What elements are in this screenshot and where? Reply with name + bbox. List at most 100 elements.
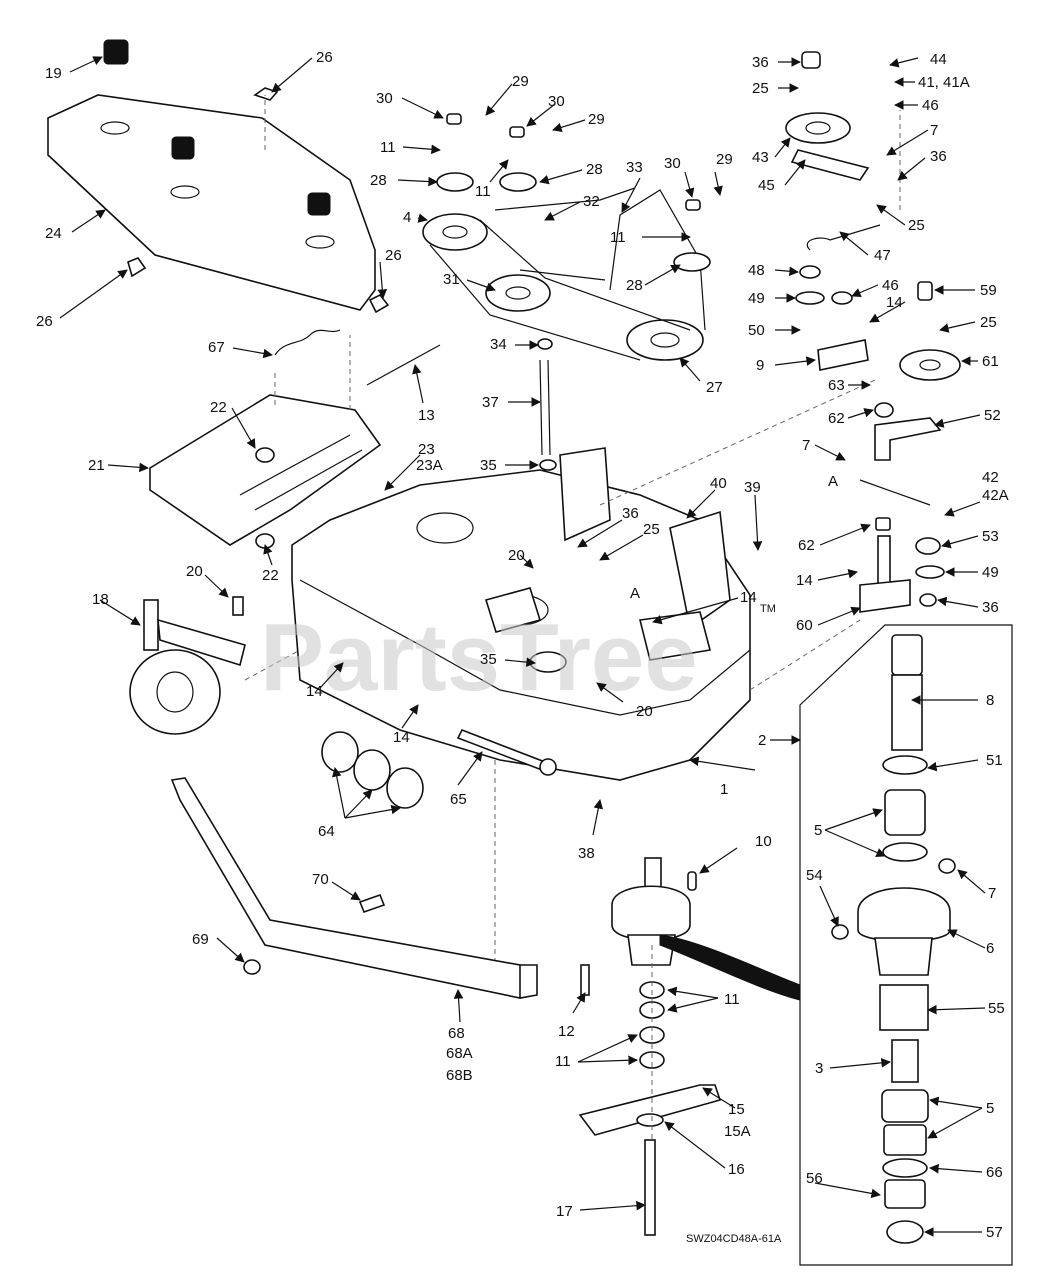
callout-17: 17 [556,1203,573,1220]
callout-30: 30 [548,93,565,110]
callout-6: 6 [986,940,994,957]
callout-69: 69 [192,931,209,948]
callout-7: 7 [930,122,938,139]
callout-31: 31 [443,271,460,288]
callout-1: 1 [720,781,728,798]
callout-34: 34 [490,336,507,353]
callout-52: 52 [984,407,1001,424]
callout-55: 55 [988,1000,1005,1017]
callout-15: 15 [728,1101,745,1118]
callout-11: 11 [380,139,396,156]
callout-53: 53 [982,528,999,545]
callout-20: 20 [186,563,203,580]
callout-5: 5 [814,822,822,839]
callout-70: 70 [312,871,329,888]
callout-59: 59 [980,282,997,299]
callout-12: 12 [558,1023,575,1040]
callout-27: 27 [706,379,723,396]
callout-57: 57 [986,1224,1003,1241]
callout-33: 33 [626,159,643,176]
callout-41: 41, 41A [918,74,970,91]
callout-68B: 68B [446,1067,473,1084]
callout-46: 46 [882,277,899,294]
callout-13: 13 [418,407,435,424]
callout-35: 35 [480,651,497,668]
callout-47: 47 [874,247,891,264]
section-marker-a: A [828,473,838,490]
callout-11: 11 [555,1053,571,1070]
callout-49: 49 [982,564,999,581]
callout-43: 43 [752,149,769,166]
callout-30: 30 [664,155,681,172]
callout-54: 54 [806,867,823,884]
spindle-detail-inset [799,624,1013,1266]
callout-25: 25 [908,217,925,234]
callout-22: 22 [210,399,227,416]
callout-56: 56 [806,1170,823,1187]
callout-26: 26 [36,313,53,330]
callout-10: 10 [755,833,772,850]
callout-14: 14 [740,589,757,606]
callout-36: 36 [752,54,769,71]
callout-39: 39 [744,479,761,496]
knob-cap [103,39,129,65]
callout-3: 3 [815,1060,823,1077]
callout-14: 14 [393,729,410,746]
front-baffle [170,777,538,999]
callout-51: 51 [986,752,1003,769]
callout-65: 65 [450,791,467,808]
callout-36: 36 [930,148,947,165]
callout-25: 25 [980,314,997,331]
callout-60: 60 [796,617,813,634]
callout-48: 48 [748,262,765,279]
callout-24: 24 [45,225,62,242]
trademark: TM [760,603,776,615]
callout-61: 61 [982,353,999,370]
pulley-belt-group [422,113,711,361]
callout-28: 28 [586,161,603,178]
callout-45: 45 [758,177,775,194]
callout-66: 66 [986,1164,1003,1181]
callout-42A: 42A [982,487,1009,504]
section-marker-a: A [630,585,640,602]
callout-50: 50 [748,322,765,339]
callout-26: 26 [385,247,402,264]
callout-40: 40 [710,475,727,492]
callout-23: 23 [418,441,435,458]
bolt-70 [358,893,386,914]
callout-67: 67 [208,339,225,356]
callout-35: 35 [480,457,497,474]
callout-5: 5 [986,1100,994,1117]
callout-labels: 19 26 30 29 30 29 11 28 11 28 33 30 29 3… [36,49,1009,1245]
callout-29: 29 [716,151,733,168]
callout-32: 32 [583,193,600,210]
callout-29: 29 [512,73,529,90]
callout-36: 36 [982,599,999,616]
callout-49: 49 [748,290,765,307]
mower-deck [291,338,751,781]
callout-46: 46 [922,97,939,114]
callout-15A: 15A [724,1123,751,1140]
callout-2: 2 [758,732,766,749]
callout-9: 9 [756,357,764,374]
callout-42: 42 [982,469,999,486]
callout-19: 19 [45,65,62,82]
callout-64: 64 [318,823,335,840]
callout-21: 21 [88,457,105,474]
callout-7: 7 [988,885,996,902]
callout-leaders [59,56,986,1237]
callout-22: 22 [262,567,279,584]
callout-14: 14 [306,683,323,700]
callout-68: 68 [448,1025,465,1042]
callout-20: 20 [508,547,525,564]
callout-63: 63 [828,377,845,394]
callout-16: 16 [728,1161,745,1178]
callout-30: 30 [376,90,393,107]
callout-14: 14 [886,294,903,311]
drawing-code: SWZ04CD48A-61A [686,1233,782,1245]
callout-11: 11 [610,229,626,246]
deck-cover [47,94,376,311]
callout-25: 25 [643,521,660,538]
callout-44: 44 [930,51,947,68]
callout-11: 11 [724,991,740,1008]
